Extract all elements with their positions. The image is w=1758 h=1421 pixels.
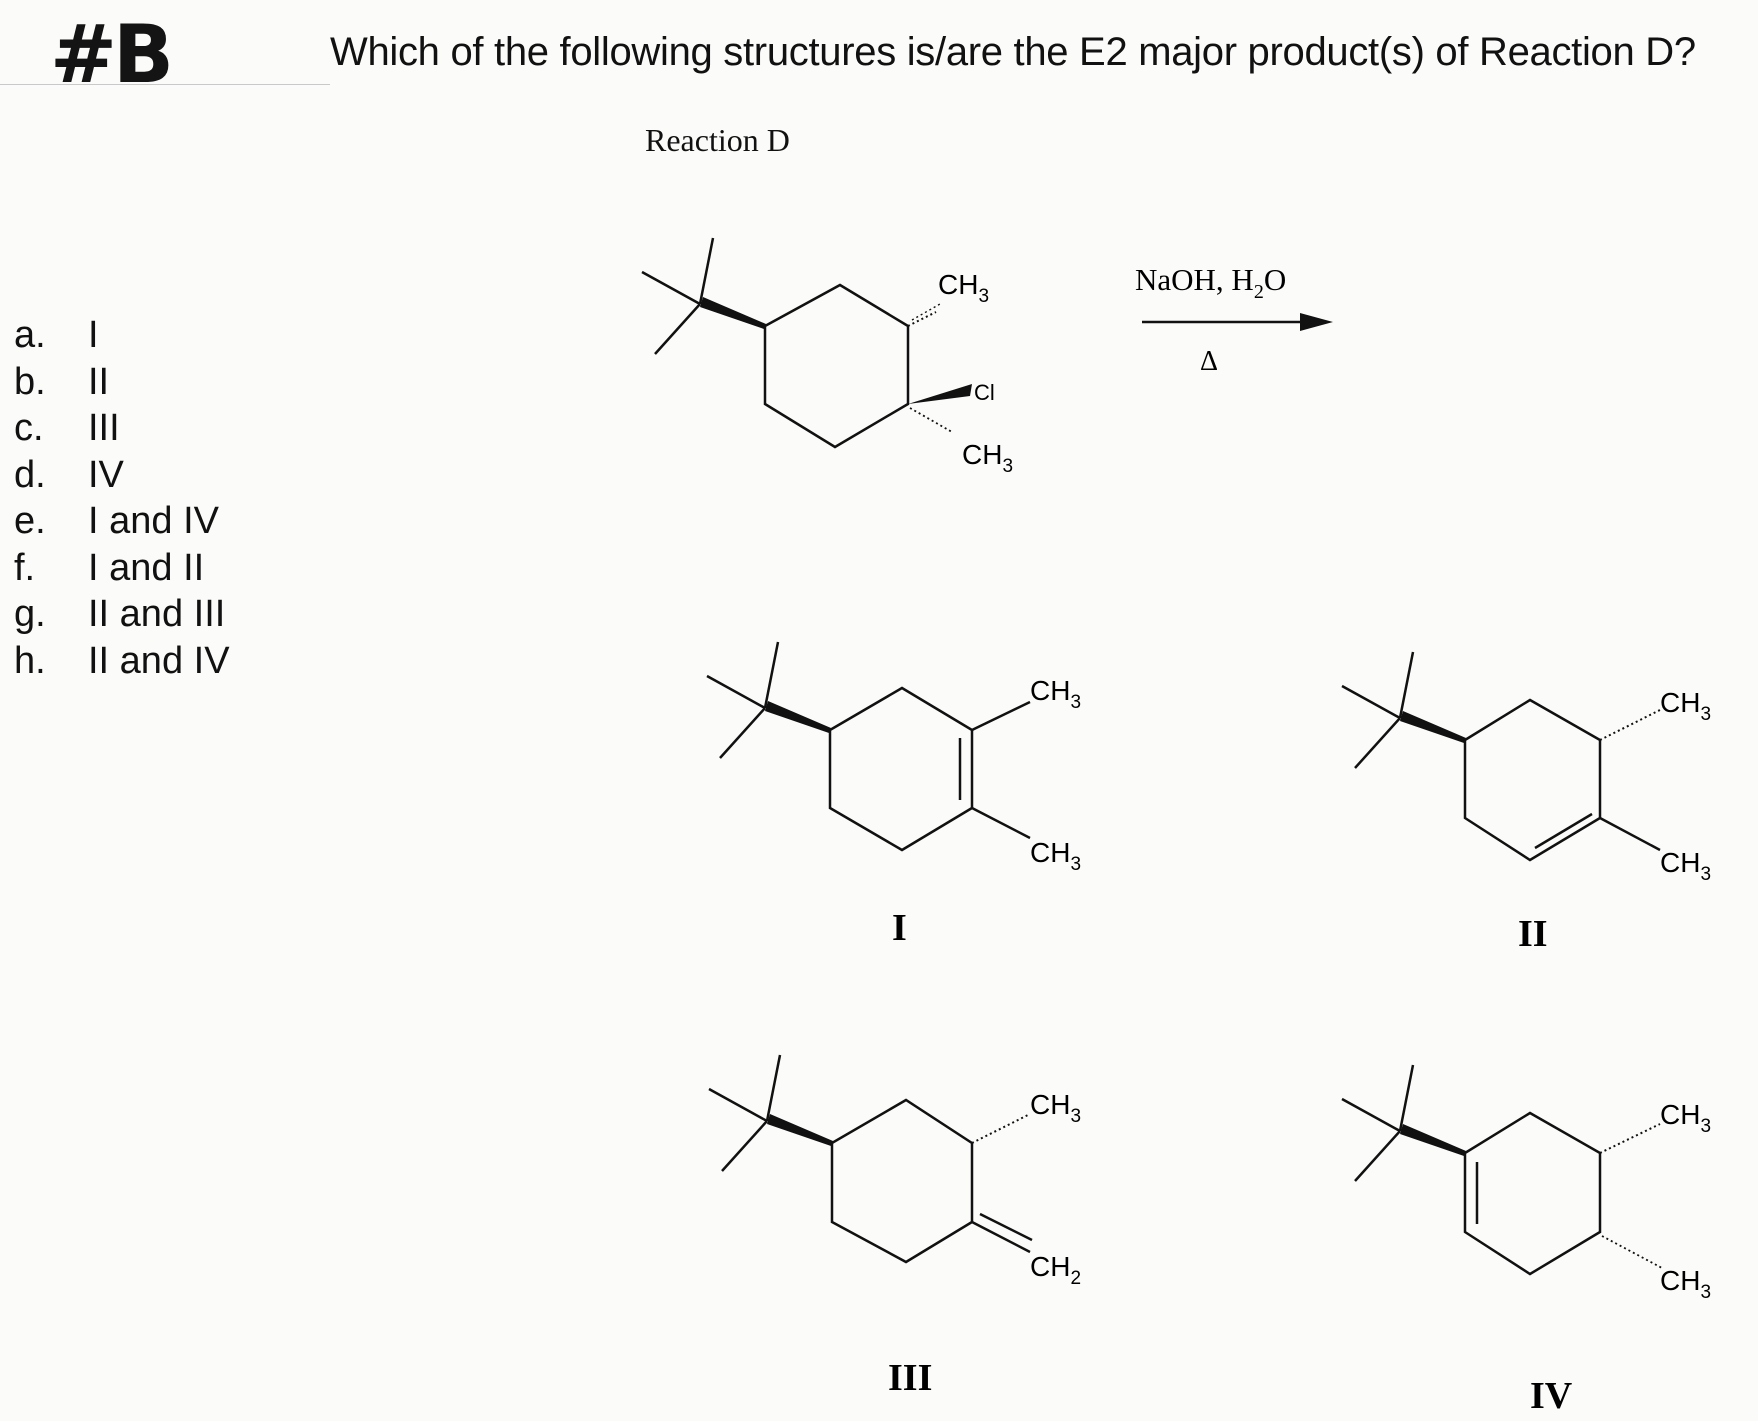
product-II: CH3 CH3 II <box>1340 650 1711 955</box>
choice-letter: b. <box>14 360 46 403</box>
choice-letter: d. <box>14 453 46 496</box>
product-II-methyl-bottom: CH3 <box>1660 847 1711 885</box>
reaction-arrow: NaOH, H2O Δ <box>1135 262 1333 377</box>
reagents-label: NaOH, H2O <box>1135 262 1286 303</box>
product-II-label: II <box>1518 913 1548 955</box>
choice-text: II and III <box>88 593 226 635</box>
product-I-label: I <box>892 907 907 949</box>
choice-text: III <box>88 407 120 449</box>
reactant-chloro: Cl <box>974 380 995 405</box>
choice-b[interactable]: b. II <box>14 359 230 406</box>
reaction-title: Reaction D <box>645 122 790 158</box>
choice-text: I <box>88 314 99 356</box>
choice-e[interactable]: e. I and IV <box>14 498 230 545</box>
product-IV-methyl-top: CH3 <box>1660 1099 1711 1137</box>
answer-choices: a. I b. II c. III d. IV e. I and IV f. I and I… <box>14 312 230 684</box>
product-IV: CH3 CH3 IV <box>1340 1063 1711 1417</box>
choice-letter: h. <box>14 639 46 682</box>
question-number: #B <box>50 8 174 101</box>
product-I-methyl-bottom: CH3 <box>1030 837 1081 875</box>
product-III-methyl-top: CH3 <box>1030 1089 1081 1127</box>
divider-line <box>0 84 330 85</box>
heat-symbol: Δ <box>1200 346 1218 377</box>
choice-h[interactable]: h. II and IV <box>14 638 230 685</box>
choice-text: IV <box>88 453 124 496</box>
choice-letter: c. <box>14 407 44 449</box>
product-III-methylene: CH2 <box>1030 1251 1081 1289</box>
product-I: CH3 CH3 I <box>705 640 1081 949</box>
reactant-methyl-top: CH3 <box>938 269 989 307</box>
choice-a[interactable]: a. I <box>14 312 230 359</box>
product-III: CH3 CH2 III <box>707 1053 1081 1399</box>
choice-letter: e. <box>14 500 46 542</box>
reactant-molecule: CH3 Cl CH3 <box>640 236 1013 477</box>
choice-text: I and II <box>88 546 205 589</box>
product-IV-label: IV <box>1530 1375 1573 1417</box>
choice-g[interactable]: g. II and III <box>14 591 230 638</box>
product-I-methyl-top: CH3 <box>1030 675 1081 713</box>
choice-c[interactable]: c. III <box>14 405 230 452</box>
reactant-methyl-bottom: CH3 <box>962 439 1013 477</box>
choice-f[interactable]: f. I and II <box>14 545 230 592</box>
choice-d[interactable]: d. IV <box>14 452 230 499</box>
product-III-label: III <box>888 1357 932 1399</box>
question-text: Which of the following structures is/are… <box>330 30 1696 74</box>
product-II-methyl-top: CH3 <box>1660 687 1711 725</box>
choice-letter: a. <box>14 314 46 356</box>
choice-letter: f. <box>14 546 36 589</box>
choice-letter: g. <box>14 593 46 635</box>
choice-text: II and IV <box>88 639 230 682</box>
choice-text: II <box>88 360 110 403</box>
choice-text: I and IV <box>88 500 219 542</box>
product-IV-methyl-bottom: CH3 <box>1660 1265 1711 1303</box>
